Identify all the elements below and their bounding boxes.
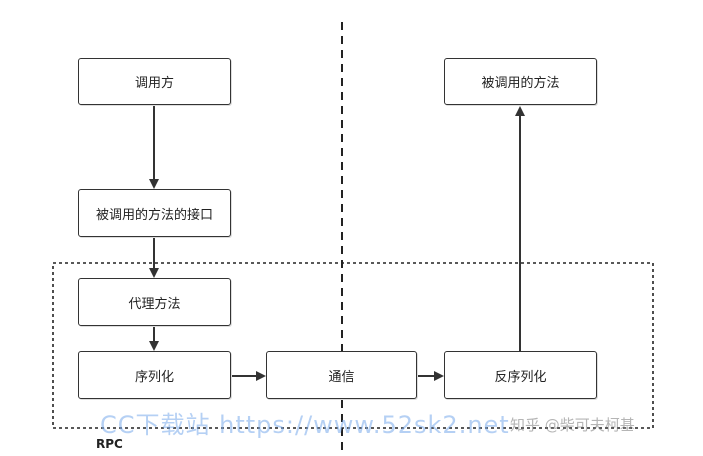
node-serialize: 序列化 [78, 351, 231, 399]
node-caller: 调用方 [78, 58, 231, 105]
watermark-text: CC下载站 https://www.52sk2.net [100, 411, 510, 439]
credit-text: 知乎 @柴可夫柯基 [510, 416, 635, 434]
rpc-region [52, 262, 654, 429]
node-callee-interface: 被调用的方法的接口 [78, 189, 231, 237]
node-communicate: 通信 [266, 351, 417, 399]
rpc-region-label: RPC [96, 437, 123, 451]
node-callee-method: 被调用的方法 [444, 58, 597, 105]
node-proxy: 代理方法 [78, 278, 231, 326]
node-deserialize: 反序列化 [444, 351, 597, 399]
